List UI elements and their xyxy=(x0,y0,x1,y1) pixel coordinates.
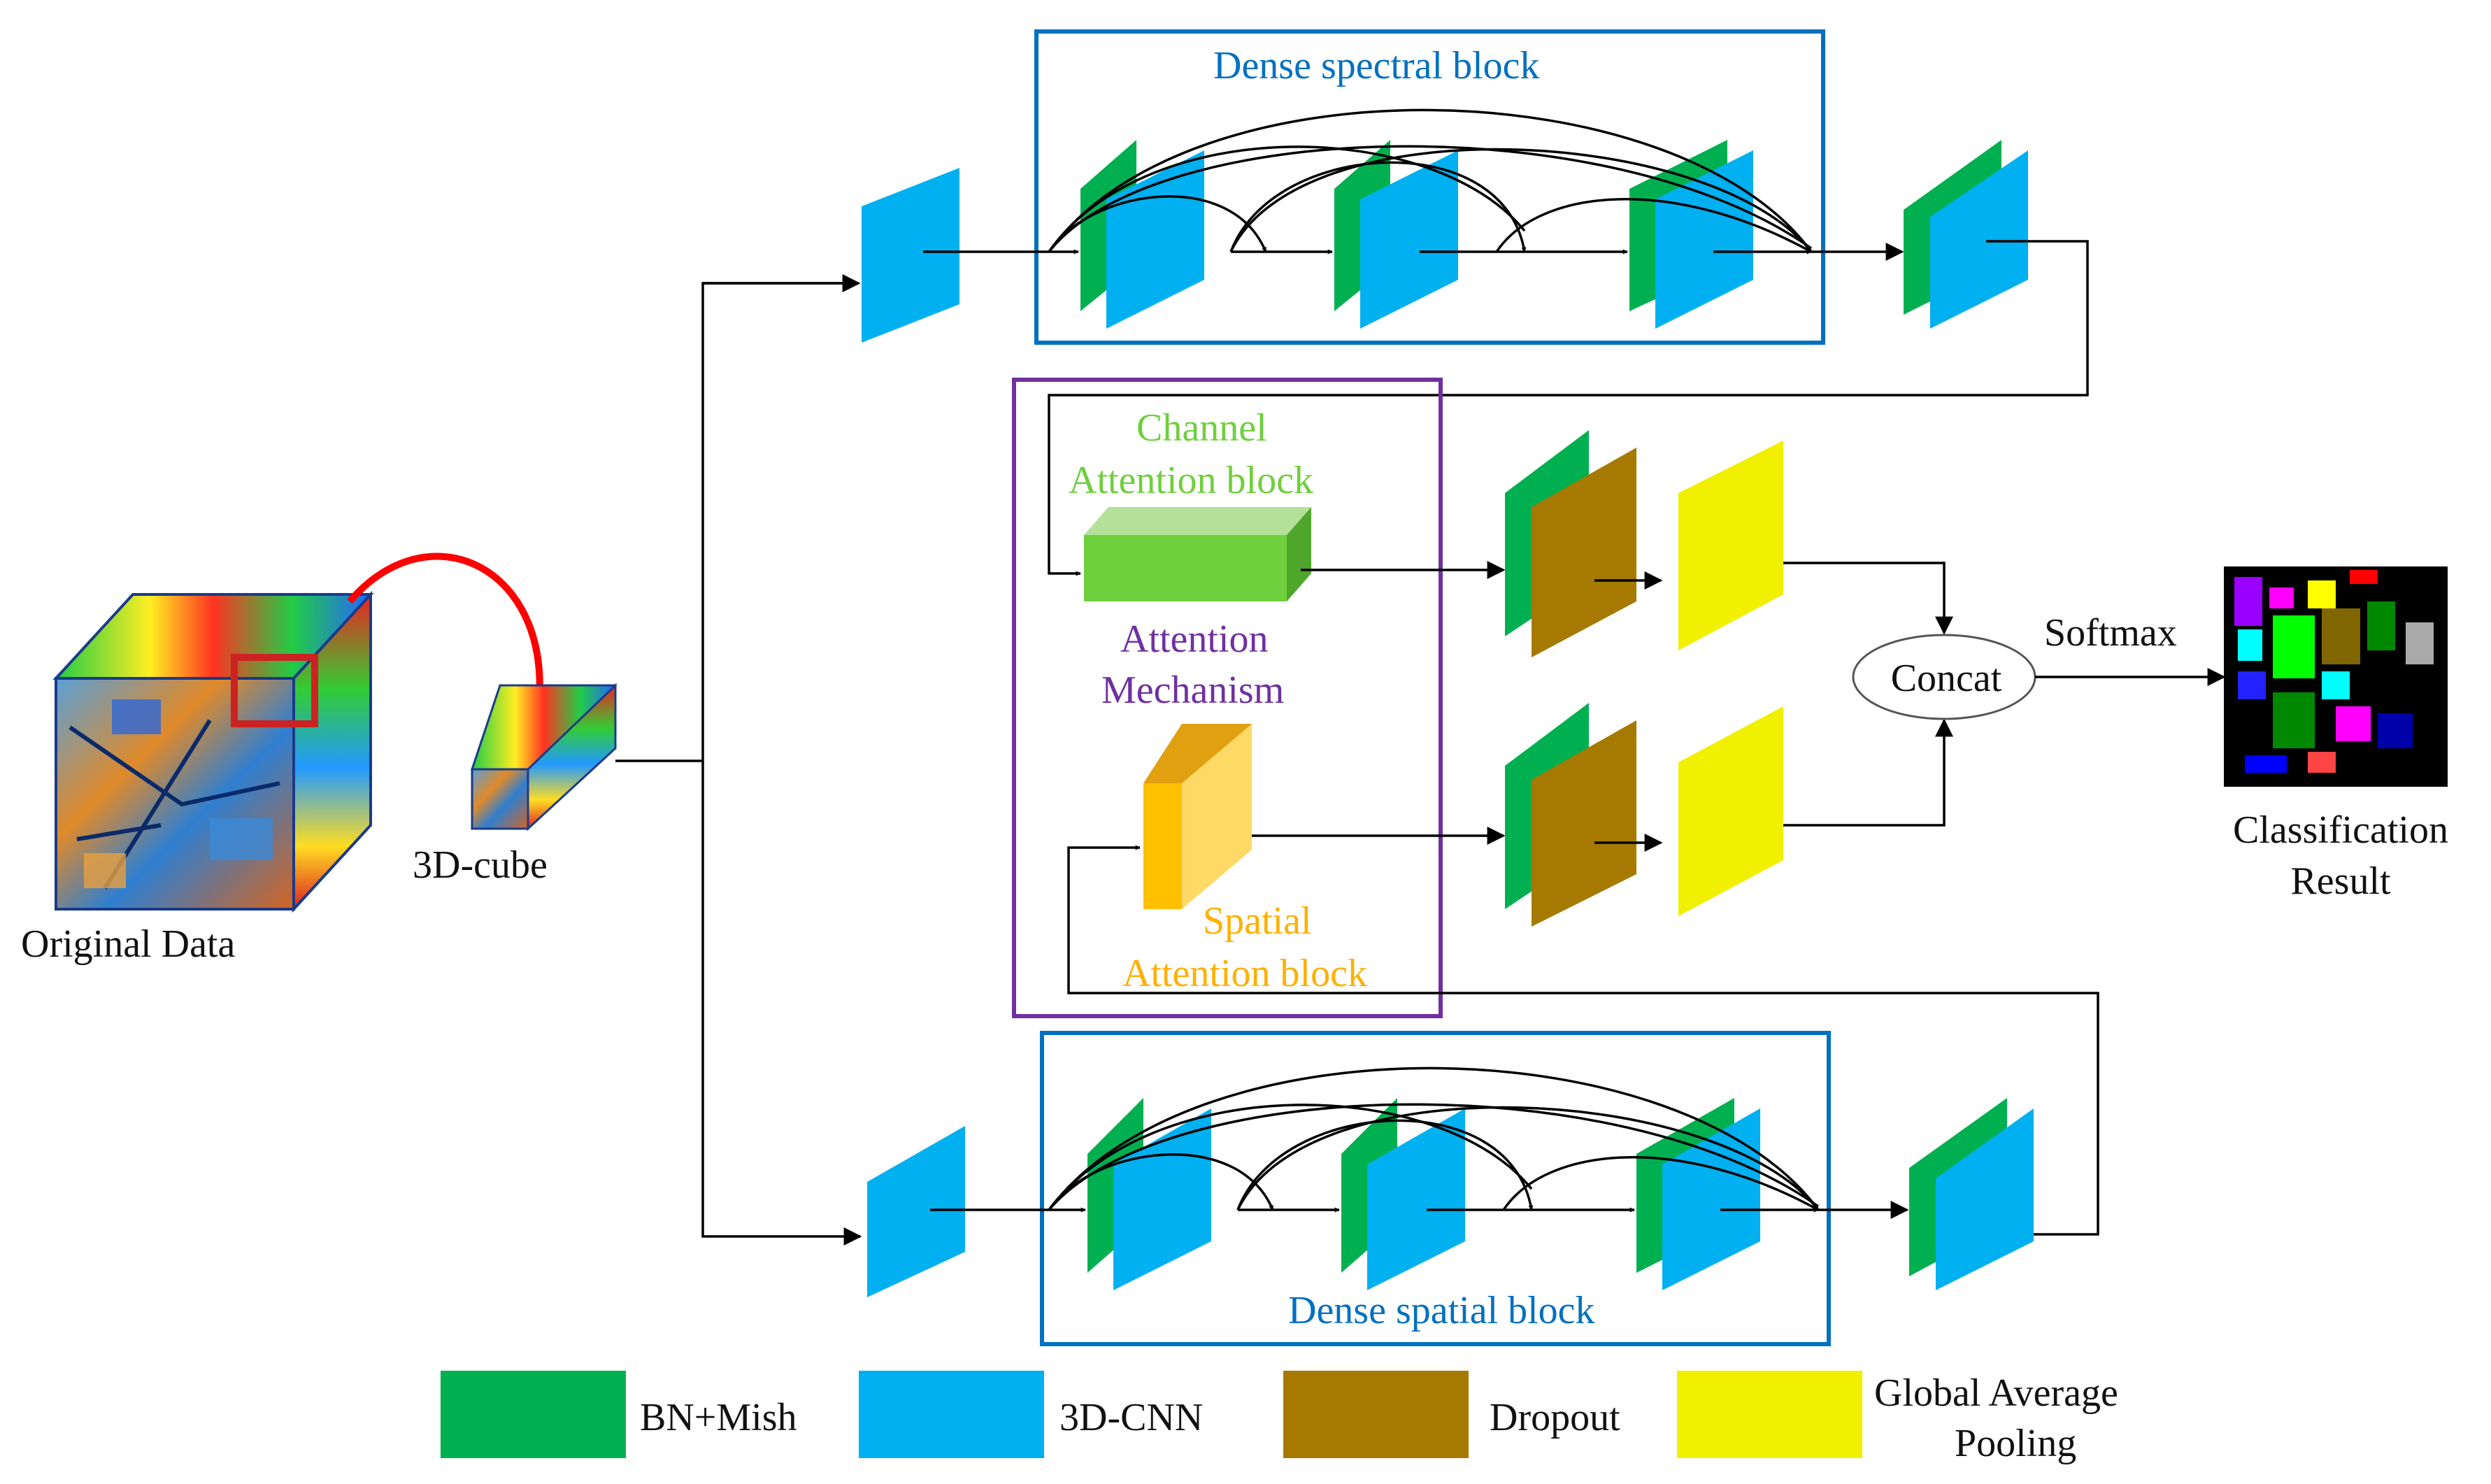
attention-mechanism-frame xyxy=(1012,378,1443,1018)
skip-arc xyxy=(1229,161,1527,252)
skip-arc xyxy=(1048,145,1813,253)
legend-swatch-cnn3d xyxy=(859,1371,1044,1458)
cnn-top-3 xyxy=(1655,150,1753,329)
spatial-attention-block xyxy=(1143,724,1252,909)
cnn-bottom-out xyxy=(1936,1108,2034,1290)
attn-mech-label-1: Attention xyxy=(1120,618,1269,661)
skip-arc xyxy=(1502,1156,1819,1211)
attn-mech-label-2: Mechanism xyxy=(1101,669,1284,712)
legend-swatch-gap xyxy=(1677,1371,1862,1458)
cube3d-label: 3D-cube xyxy=(413,843,548,887)
result-label-2: Result xyxy=(2290,859,2391,903)
cube-selection-box xyxy=(231,654,318,727)
legend-label-bn-mish: BN+Mish xyxy=(640,1396,797,1439)
channel-attn-label-2: Attention block xyxy=(1069,459,1313,502)
spatial-attn-label-2: Attention block xyxy=(1122,952,1367,995)
gap-mid-2 xyxy=(1678,706,1783,916)
channel-attn-label-1: Channel xyxy=(1136,406,1267,450)
dense-spectral-frame xyxy=(1034,29,1825,345)
skip-arc xyxy=(1048,1104,1533,1211)
cnn-top-out xyxy=(1930,150,2028,329)
skip-arc xyxy=(1048,1103,1820,1211)
skip-arc xyxy=(1229,148,1813,253)
small-3d-cube-icon xyxy=(470,683,618,832)
cnn-bottom-3 xyxy=(1662,1108,1760,1290)
dense-spatial-label: Dense spatial block xyxy=(1288,1289,1595,1332)
cnn-input-bottom xyxy=(867,1126,965,1297)
skip-arc xyxy=(1048,108,1813,253)
cnn-input-top xyxy=(862,168,959,343)
fork-wire-lower xyxy=(701,761,862,1246)
cnn-top-2 xyxy=(1360,150,1458,329)
legend-swatch-dropout xyxy=(1283,1371,1469,1458)
legend: BN+Mish 3D-CNN Dropout Global Average Po… xyxy=(441,1371,2118,1465)
legend-label-cnn3d: 3D-CNN xyxy=(1059,1396,1203,1439)
concat-label: Concat xyxy=(1891,657,2002,700)
legend-label-gap-2: Pooling xyxy=(1955,1422,2076,1465)
result-label-1: Classification xyxy=(2233,808,2448,852)
skip-arc xyxy=(1236,1106,1820,1211)
cnn-bottom-2 xyxy=(1367,1108,1465,1290)
skip-arc xyxy=(1048,1066,1820,1211)
legend-label-gap-1: Global Average xyxy=(1874,1371,2118,1415)
hyperspectral-cube-icon xyxy=(52,590,374,913)
dense-spectral-label: Dense spectral block xyxy=(1213,44,1539,87)
spatial-attn-label-1: Spatial xyxy=(1203,899,1312,943)
selection-arrow xyxy=(347,552,550,736)
skip-arc xyxy=(1048,145,1526,253)
channel-attention-block xyxy=(1084,507,1311,601)
fork-wire xyxy=(615,282,855,762)
dropout-mid-2 xyxy=(1532,720,1636,927)
softmax-label: Softmax xyxy=(2044,611,2177,655)
legend-label-dropout: Dropout xyxy=(1490,1396,1620,1439)
gap-mid-1 xyxy=(1678,441,1783,650)
skip-arc xyxy=(1495,198,1812,253)
dense-spatial-frame xyxy=(1040,1031,1831,1346)
skip-arc xyxy=(1236,1119,1534,1211)
dropout-mid-1 xyxy=(1532,448,1636,657)
original-data-label: Original Data xyxy=(21,922,235,966)
classification-map-icon xyxy=(2224,566,2448,787)
legend-swatch-bn-mish xyxy=(441,1371,626,1458)
